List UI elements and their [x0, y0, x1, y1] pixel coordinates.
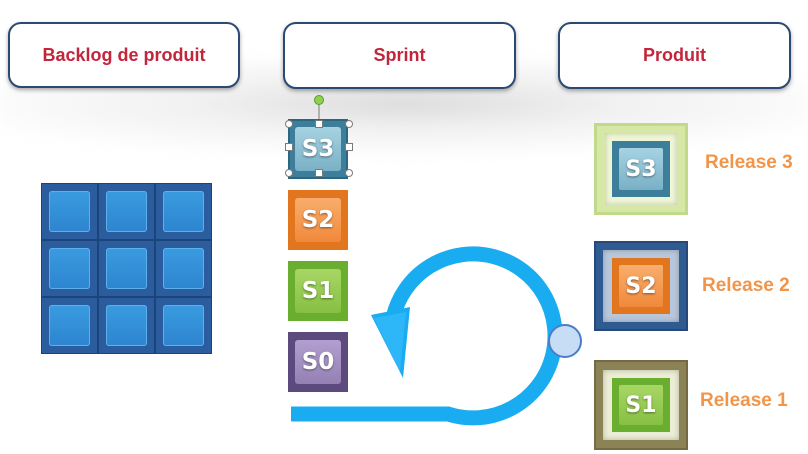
release-tile-label: S2	[619, 265, 663, 307]
sprint-header: Sprint	[283, 22, 516, 89]
sprint-tile-s0[interactable]: S0	[288, 332, 348, 392]
release-1-label: Release 1	[700, 390, 788, 411]
resize-handle[interactable]	[285, 120, 293, 128]
backlog-item	[41, 240, 98, 297]
resize-handle[interactable]	[345, 120, 353, 128]
backlog-item	[98, 183, 155, 240]
backlog-item	[155, 240, 212, 297]
cycle-handle[interactable]	[548, 324, 582, 358]
release-tile-label: S3	[619, 148, 663, 190]
sprint-tile-s2[interactable]: S2	[288, 190, 348, 250]
produit-header-label: Produit	[643, 45, 706, 65]
selection-handles[interactable]	[282, 92, 356, 180]
resize-handle[interactable]	[285, 169, 293, 177]
backlog-item	[155, 297, 212, 354]
resize-handle[interactable]	[285, 143, 293, 151]
release-3-label: Release 3	[705, 152, 793, 173]
rotate-handle[interactable]	[314, 95, 324, 105]
sprint-tile-label: S1	[295, 269, 341, 313]
backlog-item	[155, 183, 212, 240]
resize-handle[interactable]	[345, 143, 353, 151]
sprint-tile-label: S3	[295, 127, 341, 171]
produit-header: Produit	[558, 22, 791, 89]
release-2-tile: S2	[594, 241, 688, 331]
resize-handle[interactable]	[315, 169, 323, 177]
sprint-tile-s1[interactable]: S1	[288, 261, 348, 321]
sprint-header-label: Sprint	[373, 45, 426, 65]
resize-handle[interactable]	[315, 120, 323, 128]
sprint-tile-label: S0	[295, 340, 341, 384]
release-2-label: Release 2	[702, 275, 790, 296]
backlog-header-label: Backlog de produit	[42, 44, 206, 65]
backlog-item	[98, 240, 155, 297]
backlog-item	[41, 183, 98, 240]
backlog-grid	[41, 183, 212, 354]
release-1-tile: S1	[594, 360, 688, 450]
release-tile-label: S1	[619, 385, 663, 425]
sprint-tile-label: S2	[295, 198, 341, 242]
backlog-item	[41, 297, 98, 354]
release-3-tile: S3	[594, 123, 688, 215]
backlog-item	[98, 297, 155, 354]
backlog-header: Backlog de produit	[8, 22, 240, 88]
resize-handle[interactable]	[345, 169, 353, 177]
